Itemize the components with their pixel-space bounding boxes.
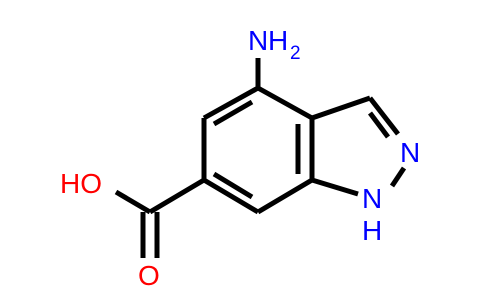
bond-c3-n2-double <box>368 111 390 139</box>
atom-labels: N H 2 HO O N N H <box>60 25 420 291</box>
bond-c7-c7a <box>256 177 314 215</box>
bond-c3a-c4 <box>256 85 314 121</box>
bond-c4-c5-double <box>212 99 254 127</box>
bond-c4-c5 <box>202 85 260 121</box>
amine-subscript-label: 2 <box>290 43 301 64</box>
bond-c3a-c3 <box>311 95 371 121</box>
nh-nitrogen-label: N <box>362 183 382 214</box>
carbonyl-oxygen-label: O <box>138 260 160 291</box>
nh-hydrogen-label: H <box>362 215 382 246</box>
amine-nitrogen-label: N <box>248 25 268 56</box>
bond-n2-n1 <box>389 166 407 188</box>
bond-c6-c7 <box>202 177 260 215</box>
bond-n1-c7a <box>311 177 359 197</box>
bonds <box>114 58 407 258</box>
bond-c6-c7-double <box>212 171 254 200</box>
amine-hydrogen-label: H <box>268 25 288 56</box>
bond-cooh-oh <box>114 189 152 215</box>
hydroxyl-label: HO <box>60 168 102 199</box>
bond-c6-cooh <box>148 177 206 215</box>
bond-c3-n2 <box>368 96 400 136</box>
ring-nitrogen-label: N <box>400 137 420 168</box>
